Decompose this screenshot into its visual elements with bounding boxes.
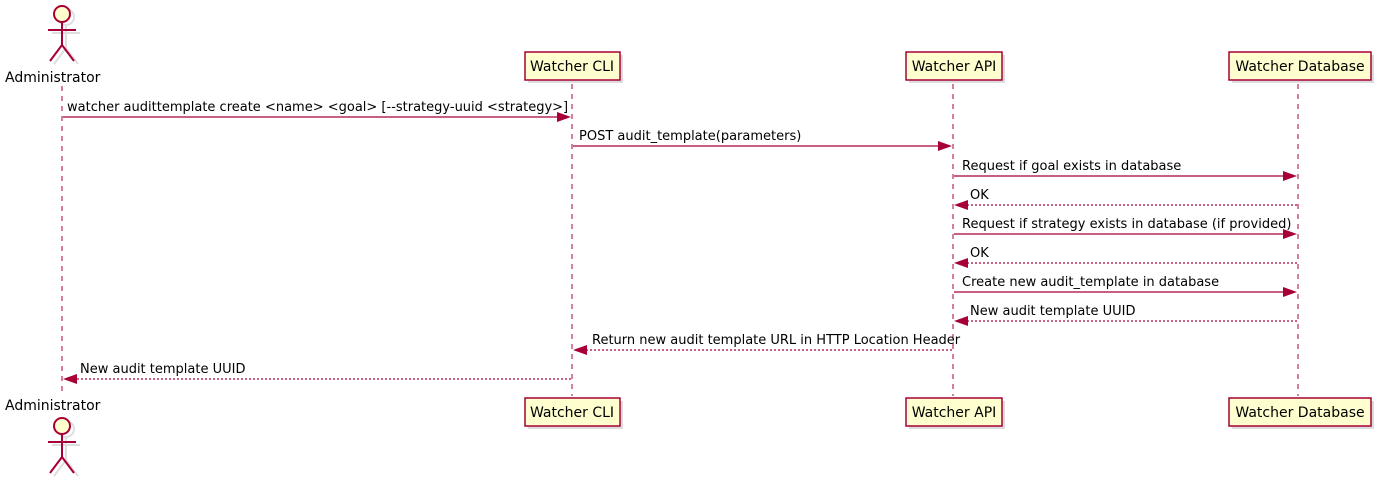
arrow-head-left-icon [573, 345, 587, 355]
actor-shadow [52, 8, 80, 65]
message-label-3: Request if goal exists in database [962, 159, 1181, 174]
arrow-head-left-icon [954, 316, 968, 326]
participant-label-watcher-database-top: Watcher Database [1235, 59, 1364, 75]
message-3[interactable]: Request if goal exists in database [954, 159, 1297, 181]
actor-administrator-bottom[interactable]: Administrator [5, 398, 101, 477]
participant-rect [905, 51, 1003, 81]
arrow-head-left-icon [63, 374, 77, 384]
message-label-7: Create new audit_template in database [962, 275, 1219, 290]
message-label-9: Return new audit template URL in HTTP Lo… [592, 333, 961, 348]
actor-administrator-top[interactable]: Administrator [5, 5, 101, 86]
participant-box-watcher-database-bottom[interactable]: Watcher Database [1228, 397, 1374, 429]
participant-box-watcher-cli-bottom[interactable]: Watcher CLI [524, 397, 623, 429]
arrow-head-right-icon [938, 141, 952, 151]
actor-shadow [52, 420, 80, 477]
message-2[interactable]: POST audit_template(parameters) [573, 129, 952, 151]
message-8[interactable]: New audit template UUID [954, 304, 1297, 326]
arrow-head-left-icon [954, 258, 968, 268]
actor-body-icon [48, 434, 76, 474]
message-label-6: OK [970, 246, 989, 261]
participant-box-watcher-cli-top[interactable]: Watcher CLI [524, 51, 623, 83]
participant-rect [524, 51, 621, 81]
arrow-head-left-icon [954, 200, 968, 210]
actor-label-administrator-top: Administrator [5, 70, 101, 86]
message-6[interactable]: OK [954, 246, 1297, 268]
message-label-10: New audit template UUID [80, 362, 245, 377]
message-10[interactable]: New audit template UUID [63, 362, 571, 384]
message-5[interactable]: Request if strategy exists in database (… [954, 217, 1297, 239]
message-7[interactable]: Create new audit_template in database [954, 275, 1297, 297]
arrow-head-right-icon [1283, 287, 1297, 297]
message-label-8: New audit template UUID [970, 304, 1135, 319]
message-label-4: OK [970, 188, 989, 203]
participant-label-watcher-database-bottom: Watcher Database [1235, 405, 1364, 421]
participant-box-watcher-api-bottom[interactable]: Watcher API [905, 397, 1005, 429]
participant-label-watcher-cli-top: Watcher CLI [530, 59, 614, 75]
participant-rect [1228, 51, 1372, 81]
arrow-head-right-icon [1283, 229, 1297, 239]
arrow-head-right-icon [557, 112, 571, 122]
participant-rect [1228, 397, 1372, 427]
participant-label-watcher-cli-bottom: Watcher CLI [530, 405, 614, 421]
participant-box-watcher-api-top[interactable]: Watcher API [905, 51, 1005, 83]
participant-rect [905, 397, 1003, 427]
actor-head-icon [53, 5, 71, 23]
actor-label-administrator-bottom: Administrator [5, 398, 101, 414]
actor-body-icon [48, 22, 76, 62]
lifelines [61, 84, 1299, 396]
participant-label-watcher-api-bottom: Watcher API [912, 405, 997, 421]
actor-head-icon [53, 417, 71, 435]
message-label-5: Request if strategy exists in database (… [962, 217, 1291, 232]
participant-rect [524, 397, 621, 427]
message-1[interactable]: watcher audittemplate create <name> <goa… [63, 100, 571, 122]
message-label-1: watcher audittemplate create <name> <goa… [67, 100, 568, 115]
message-4[interactable]: OK [954, 188, 1297, 210]
message-label-2: POST audit_template(parameters) [579, 129, 801, 144]
participant-label-watcher-api-top: Watcher API [912, 59, 997, 75]
arrow-head-right-icon [1283, 171, 1297, 181]
message-9[interactable]: Return new audit template URL in HTTP Lo… [573, 333, 961, 355]
participant-box-watcher-database-top[interactable]: Watcher Database [1228, 51, 1374, 83]
